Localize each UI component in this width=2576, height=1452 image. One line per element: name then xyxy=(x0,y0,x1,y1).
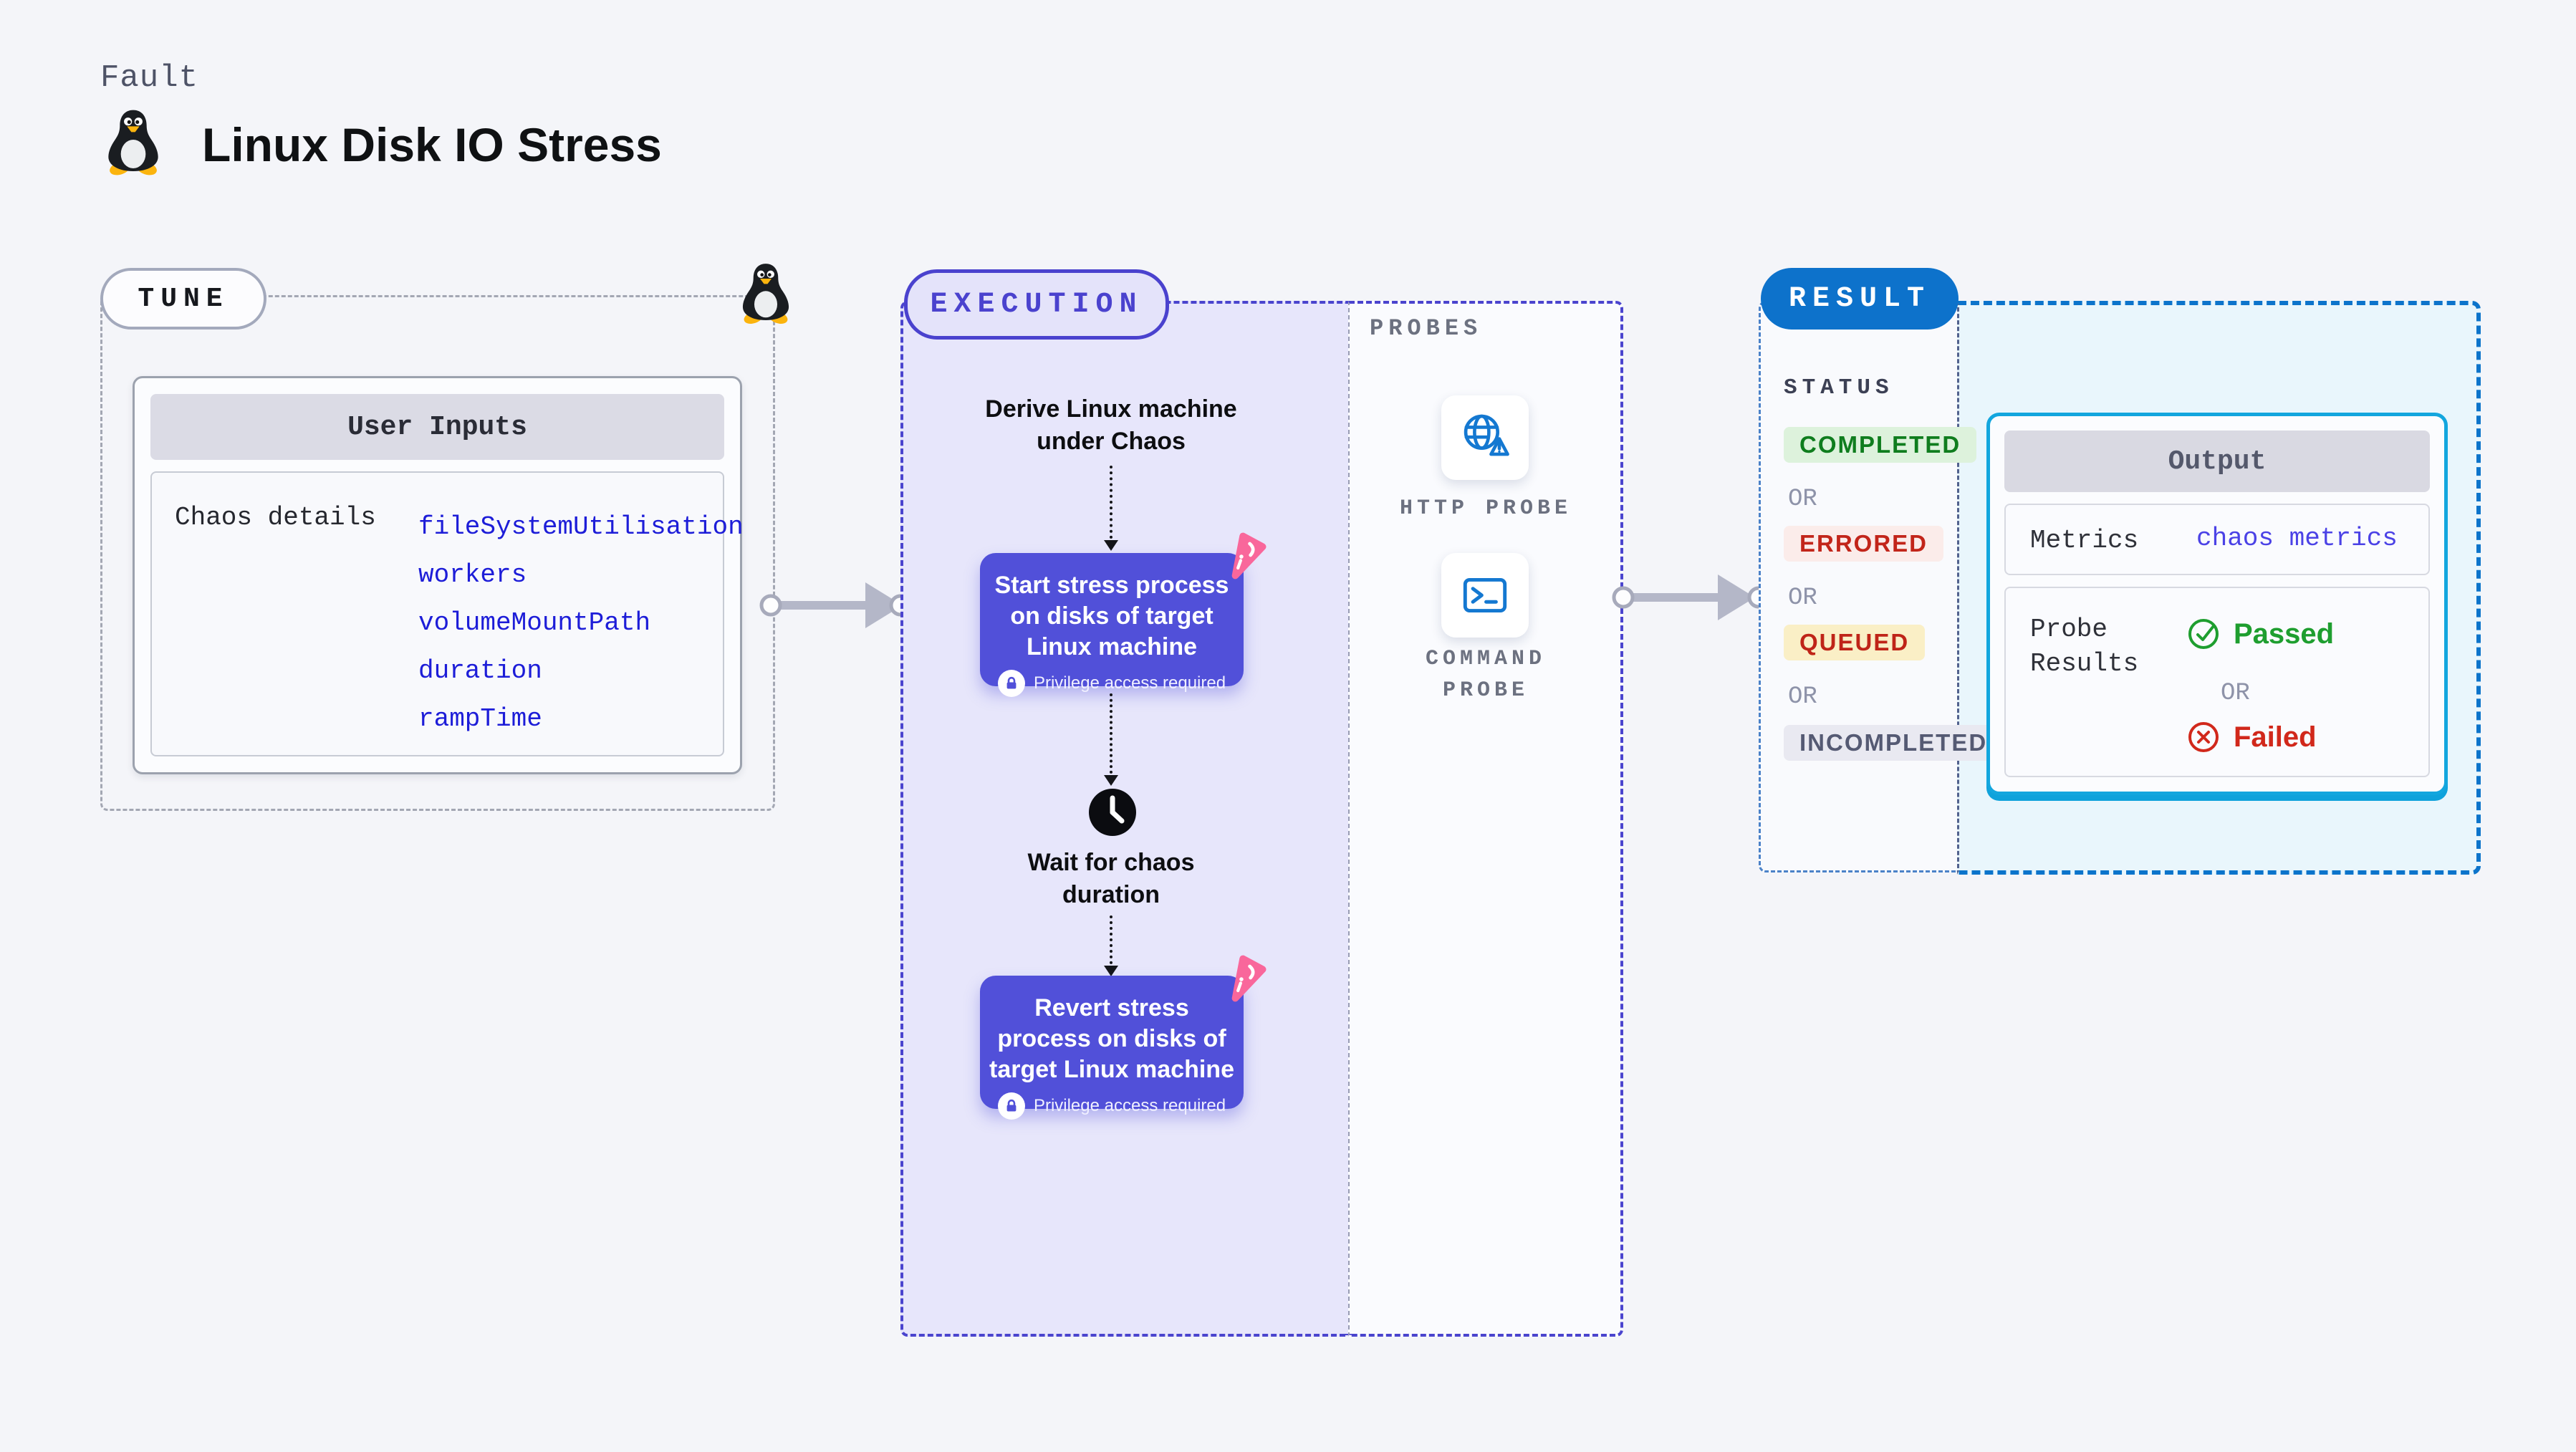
status-badge-completed: COMPLETED xyxy=(1784,427,1977,463)
page-title: Linux Disk IO Stress xyxy=(202,118,662,171)
connector-line xyxy=(1110,466,1112,539)
revert-stress-node: Revert stress process on disks of target… xyxy=(980,976,1244,1120)
linux-penguin-icon xyxy=(108,110,158,176)
node-line: Revert stress xyxy=(1034,994,1189,1021)
tune-badge: TUNE xyxy=(100,268,266,330)
output-card: Output Metrics chaos metrics Probe Resul… xyxy=(1986,413,2448,795)
node-line: on disks of target xyxy=(1010,602,1213,630)
arrow-down-icon xyxy=(1104,966,1118,976)
user-inputs-header: User Inputs xyxy=(150,394,724,460)
x-circle-icon xyxy=(2188,722,2219,752)
param-item: fileSystemUtilisation xyxy=(418,512,744,542)
arrow-down-icon xyxy=(1104,775,1118,786)
tune-region xyxy=(100,295,775,811)
node-line: target Linux machine xyxy=(989,1056,1234,1083)
param-item: duration xyxy=(418,656,542,686)
status-title: STATUS xyxy=(1784,375,1894,400)
chaos-fault-icon xyxy=(1231,955,1267,1002)
http-probe-card xyxy=(1441,395,1529,480)
connector-line xyxy=(1110,915,1112,964)
or-separator: OR xyxy=(1788,683,1817,711)
lock-icon xyxy=(997,670,1025,697)
failed-label: Failed xyxy=(2234,721,2317,753)
execution-badge-label: EXECUTION xyxy=(930,288,1143,321)
output-header: Output xyxy=(2004,431,2430,492)
derive-line: under Chaos xyxy=(1037,428,1186,455)
node-line: Linux machine xyxy=(1026,633,1198,660)
lock-icon xyxy=(997,1092,1025,1120)
probe-results-row: Probe Results Passed OR Failed xyxy=(2004,587,2430,777)
or-separator: OR xyxy=(1788,585,1817,612)
node-line: Start stress process xyxy=(994,572,1229,599)
connector-line xyxy=(1110,693,1112,774)
globe-warning-icon xyxy=(1464,414,1509,456)
user-inputs-card: User Inputs Chaos details fileSystemUtil… xyxy=(133,376,744,774)
http-probe-label: HTTP PROBE xyxy=(1399,496,1572,521)
derive-step-label: Derive Linux machine under Chaos xyxy=(982,393,1240,458)
chaos-fault-icon xyxy=(1231,532,1267,580)
result-badge: RESULT xyxy=(1761,268,1959,330)
tune-badge-label: TUNE xyxy=(138,283,229,314)
fault-eyebrow: Fault xyxy=(100,60,199,96)
failed-verdict: Failed xyxy=(2186,720,2317,754)
wait-line: Wait for chaos xyxy=(1027,849,1195,876)
execution-badge: EXECUTION xyxy=(904,269,1169,340)
param-item: rampTime xyxy=(418,704,542,734)
arrow-down-icon xyxy=(1104,540,1118,551)
tune-to-execution-arrow-icon xyxy=(759,582,912,628)
param-item: workers xyxy=(418,560,527,590)
metrics-label: Metrics xyxy=(2030,526,2139,555)
probes-label: PROBES xyxy=(1370,315,1483,342)
privilege-badge: Privilege access required xyxy=(980,670,1244,697)
chaos-details-label: Chaos details xyxy=(175,503,376,532)
clock-icon xyxy=(1089,789,1136,836)
passed-label: Passed xyxy=(2234,617,2335,650)
probe-results-label: Probe Results xyxy=(2030,615,2139,678)
privilege-label: Privilege access required xyxy=(1033,1096,1226,1115)
command-probe-label: COMMAND PROBE xyxy=(1425,647,1547,703)
derive-line: Derive Linux machine xyxy=(985,395,1237,423)
or-separator: OR xyxy=(2221,680,2250,707)
metrics-row: Metrics chaos metrics xyxy=(2004,504,2430,575)
check-circle-icon xyxy=(2188,619,2219,649)
metrics-value: chaos metrics xyxy=(2196,524,2398,553)
result-badge-label: RESULT xyxy=(1788,282,1931,315)
status-badge-errored: ERRORED xyxy=(1784,526,1944,562)
param-list: fileSystemUtilisation workers volumeMoun… xyxy=(418,503,744,743)
output-title: Output xyxy=(2168,446,2267,477)
user-inputs-list: Chaos details fileSystemUtilisation work… xyxy=(150,471,744,756)
user-inputs-title: User Inputs xyxy=(347,411,527,443)
linux-penguin-icon xyxy=(742,264,789,324)
status-badge-queued: QUEUED xyxy=(1784,625,1926,660)
wait-line: duration xyxy=(1062,881,1160,908)
privilege-label: Privilege access required xyxy=(1033,673,1226,693)
privilege-badge: Privilege access required xyxy=(980,1092,1244,1120)
command-probe-card xyxy=(1441,553,1529,638)
node-line: process on disks of xyxy=(997,1025,1226,1052)
passed-verdict: Passed xyxy=(2186,617,2334,651)
start-stress-node: Start stress process on disks of target … xyxy=(980,553,1244,697)
terminal-icon xyxy=(1463,578,1507,612)
result-status-region xyxy=(1759,301,1959,872)
status-badge-incompleted: INCOMPLETED xyxy=(1784,725,2004,761)
or-separator: OR xyxy=(1788,486,1817,513)
param-item: volumeMountPath xyxy=(418,608,651,638)
probes-to-result-arrow-icon xyxy=(1612,574,1769,620)
wait-step-label: Wait for chaos duration xyxy=(1025,847,1197,911)
